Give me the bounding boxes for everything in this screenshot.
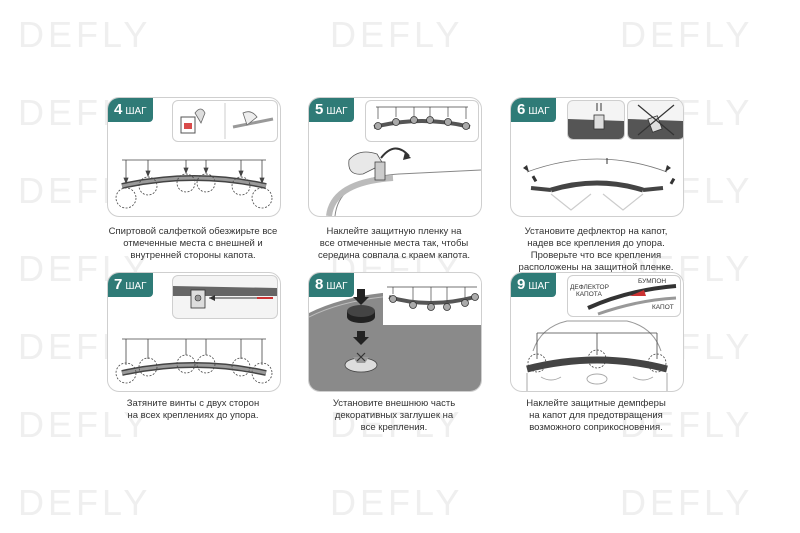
- bumper-pad-illustration: [587, 284, 677, 316]
- clip-wrong-illustration: [628, 104, 683, 139]
- step-5-caption-line: Наклейте защитную пленку на: [326, 226, 462, 237]
- step-5-inset: [365, 100, 479, 142]
- label-hood-small: КАПОТА: [576, 291, 602, 298]
- step-9-caption-line: Наклейте защитные демпферы: [526, 398, 666, 409]
- watermark-text: DEFLY: [620, 14, 754, 55]
- step-7-caption: Затяните винты с двух сторон на всех кре…: [93, 398, 293, 422]
- step-8-diagram: [309, 279, 481, 391]
- step-4-number: 4: [114, 101, 123, 118]
- watermark-text: DEFLY: [620, 482, 754, 523]
- step-9-caption: Наклейте защитные демпферы на капот для …: [496, 398, 696, 434]
- step-7-inset: [172, 275, 278, 319]
- step-7-word: ШАГ: [125, 281, 147, 292]
- step-6-caption-line: надев все крепления до упора.: [527, 238, 665, 249]
- film-points-illustration: [373, 106, 471, 130]
- step-7-number: 7: [114, 276, 123, 293]
- step-9-word: ШАГ: [528, 281, 550, 292]
- wipe-illustration: [180, 103, 274, 139]
- step-4-caption-line: отмеченные места с внешней и: [123, 238, 263, 249]
- step-8-caption: Установите внешнюю часть декоративных за…: [294, 398, 494, 434]
- step-9-caption-line: возможного соприкосновения.: [529, 422, 663, 433]
- step-6-inset-correct: [567, 100, 625, 140]
- step-8-word: ШАГ: [326, 281, 348, 292]
- step-6-number: 6: [517, 101, 526, 118]
- step-6-caption-line: Установите дефлектор на капот,: [524, 226, 668, 237]
- step-8-number: 8: [315, 276, 324, 293]
- watermark-text: DEFLY: [18, 482, 152, 523]
- watermark-text: DEFLY: [330, 482, 464, 523]
- step-5-caption-line: все отмеченные места так, чтобы: [319, 238, 469, 249]
- screw-tightening-illustration: [173, 286, 277, 309]
- step-8-caption-line: все крепления.: [360, 422, 428, 433]
- step-4-caption-line: Спиртовой салфеткой обезжирьте все: [108, 226, 278, 237]
- step-6-inset-wrong: [627, 100, 683, 140]
- watermark-text: DEFLY: [18, 14, 152, 55]
- watermark-text: DEFLY: [330, 14, 464, 55]
- watermark-text: DEFLY: [620, 404, 754, 445]
- clip-correct-illustration: [568, 103, 624, 139]
- step-7-caption-line: Затяните винты с двух сторон: [126, 398, 260, 409]
- step-6-caption-line: Проверьте что все крепления: [530, 250, 662, 261]
- step-9-caption-line: на капот для предотвращения: [529, 410, 663, 421]
- watermark-text: DEFLY: [330, 404, 464, 445]
- label-deflector: ДЕФЛЕКТОР: [570, 284, 609, 291]
- step-6-diagram: [523, 158, 676, 211]
- step-5-number: 5: [315, 101, 324, 118]
- step-7-caption-line: на всех креплениях до упора.: [127, 410, 259, 421]
- step-5-diagram: [326, 147, 481, 216]
- step-9-number: 9: [517, 276, 526, 293]
- step-5-word: ШАГ: [326, 106, 348, 117]
- step-5-caption: Наклейте защитную пленку на все отмеченн…: [294, 226, 494, 262]
- step-4-caption-line: внутренней стороны капота.: [130, 250, 256, 261]
- step-4-inset: [172, 100, 278, 142]
- step-4-caption: Спиртовой салфеткой обезжирьте все отмеч…: [93, 226, 293, 262]
- step-4-diagram: [115, 159, 273, 209]
- step-6-word: ШАГ: [528, 106, 550, 117]
- step-8-caption-line: Установите внешнюю часть: [332, 398, 456, 409]
- label-hood: КАПОТ: [652, 304, 674, 311]
- step-7-diagram: [115, 338, 273, 384]
- step-9-diagram: [526, 320, 668, 391]
- step-4-word: ШАГ: [125, 106, 147, 117]
- step-6-caption-line: расположены на защитной пленке.: [518, 262, 674, 273]
- watermark-text: DEFLY: [18, 404, 152, 445]
- step-8-caption-line: декоративных заглушек на: [334, 410, 454, 421]
- step-6-caption: Установите дефлектор на капот, надев все…: [496, 226, 696, 274]
- label-bumper: БУМПОН: [638, 278, 667, 285]
- step-5-caption-line: середина совпала с краем капота.: [317, 250, 471, 261]
- step-9-inset: ДЕФЛЕКТОР КАПОТА БУМПОН КАПОТ: [567, 275, 681, 317]
